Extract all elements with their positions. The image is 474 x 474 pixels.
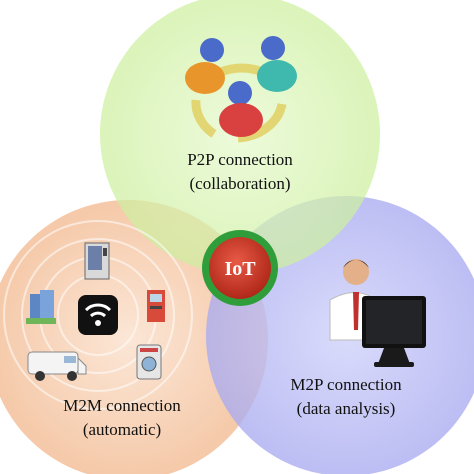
p2p-subtitle: (collaboration) (189, 174, 290, 193)
m2m-subtitle: (automatic) (83, 420, 161, 439)
washing-machine-icon (136, 344, 162, 380)
van-icon (27, 351, 87, 381)
iot-center-badge: IoT (202, 230, 278, 306)
person-at-computer-icon (329, 259, 426, 367)
p2p-title: P2P connection (187, 150, 293, 169)
wifi-icon (78, 295, 118, 335)
office-building-icon (26, 290, 56, 324)
iot-label: IoT (224, 258, 256, 280)
people-group-icon (185, 36, 297, 137)
m2m-title: M2M connection (63, 396, 181, 415)
m2p-title: M2P connection (290, 375, 402, 394)
vending-machine-icon (84, 242, 110, 280)
atm-icon (147, 290, 165, 322)
m2p-subtitle: (data analysis) (297, 399, 396, 418)
m2m-circle (0, 200, 268, 474)
